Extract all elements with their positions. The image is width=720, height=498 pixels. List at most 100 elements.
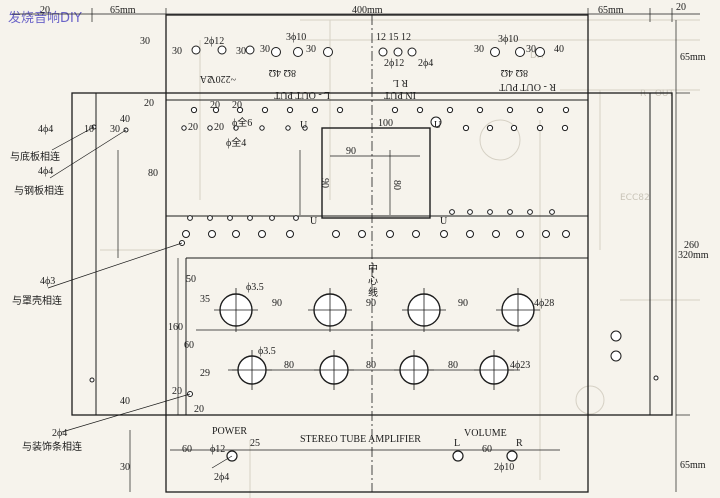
u-mark: U bbox=[434, 120, 442, 131]
dim-label: 50 bbox=[186, 274, 196, 285]
voltage-label: ~220V bbox=[208, 73, 236, 84]
dim-label: 90 bbox=[272, 298, 282, 309]
u-mark: U bbox=[310, 216, 318, 227]
in-put-label: IN PUT bbox=[384, 89, 416, 100]
dim-right-margin: 65mm bbox=[598, 5, 624, 16]
amplifier-title: STEREO TUBE AMPLIFIER bbox=[300, 434, 421, 445]
hole-label: 2ϕ4 bbox=[214, 472, 229, 483]
r-out-put-label: R - OUT PUT bbox=[499, 81, 556, 92]
panel-holes bbox=[226, 450, 518, 462]
dim-label: 90 bbox=[366, 298, 376, 309]
callout-text: 与底板相连 bbox=[10, 150, 60, 163]
dim-label: 30 bbox=[120, 462, 130, 473]
in-put-channels: R L bbox=[393, 77, 408, 88]
hole-label: 2ϕ10 bbox=[494, 462, 514, 473]
dim-label: 320mm bbox=[678, 250, 709, 261]
right-channel-label: R bbox=[516, 438, 523, 449]
dim-label: 80 bbox=[391, 180, 402, 190]
dim-label: 20 bbox=[172, 386, 182, 397]
fuse-label: 2A bbox=[199, 73, 212, 84]
callout-hole: 2ϕ4 bbox=[52, 428, 67, 439]
dim-label: 90 bbox=[346, 146, 356, 157]
dim-label: 80 bbox=[366, 360, 376, 371]
hole-label: 3ϕ10 bbox=[498, 34, 518, 45]
dim-label: 160 bbox=[168, 322, 183, 333]
callout-text: 与罩壳相连 bbox=[12, 294, 62, 307]
dimension-lines bbox=[12, 8, 700, 492]
dim-label: 65mm bbox=[680, 460, 706, 471]
left-channel-label: L bbox=[454, 438, 460, 449]
dim-label: 25 bbox=[250, 438, 260, 449]
dim-label: 30 bbox=[526, 44, 536, 55]
hole-label: 4ϕ28 bbox=[534, 298, 554, 309]
dim-label: 30 bbox=[260, 44, 270, 55]
hole-label: ϕ3.5 bbox=[246, 282, 264, 293]
dim-label: 30 bbox=[110, 124, 120, 135]
dim-label: 90 bbox=[458, 298, 468, 309]
dim-label: 20 bbox=[194, 404, 204, 415]
power-label: POWER bbox=[212, 426, 247, 437]
dim-label: 60 bbox=[182, 444, 192, 455]
leader-lines bbox=[47, 126, 233, 469]
dim-label: 80 bbox=[284, 360, 294, 371]
dim-label: 80 bbox=[448, 360, 458, 371]
background-schematic bbox=[100, 19, 700, 498]
callout-hole: 4ϕ4 bbox=[38, 124, 53, 135]
center-line-char: 线 bbox=[368, 286, 378, 299]
dim-label: 90 bbox=[319, 178, 330, 188]
tube-sockets bbox=[219, 293, 535, 385]
dim-label: 30 bbox=[172, 46, 182, 57]
ghost-text: R · OUT bbox=[640, 89, 675, 99]
dim-label: 10 bbox=[84, 124, 94, 135]
dim-label: 65mm bbox=[680, 52, 706, 63]
hole-label: ϕ全6 bbox=[232, 116, 252, 129]
hole-label: 4ϕ23 bbox=[510, 360, 530, 371]
u-mark: U bbox=[440, 216, 448, 227]
hole-label: ϕ全4 bbox=[226, 136, 246, 149]
dim-overall-width: 400mm bbox=[352, 5, 383, 16]
dim-label: 30 bbox=[306, 44, 316, 55]
dim-label: 40 bbox=[554, 44, 564, 55]
center-line-char: 心 bbox=[368, 275, 378, 287]
dim-left-margin: 65mm bbox=[110, 5, 136, 16]
l-out-put-label: L - OUT PUT bbox=[274, 89, 330, 100]
volume-label: VOLUME bbox=[464, 428, 507, 439]
dim-left-edge: 20 bbox=[40, 5, 50, 16]
dim-label: 30 bbox=[474, 44, 484, 55]
dim-label: 100 bbox=[378, 118, 393, 129]
dim-label: 40 bbox=[120, 396, 130, 407]
l-impedance-label: 8Ω 4Ω bbox=[269, 67, 296, 78]
dim-right-edge: 20 bbox=[676, 2, 686, 13]
plate-outlines bbox=[71, 14, 673, 493]
center-line-char: 中 bbox=[368, 262, 378, 275]
dim-label: 30 bbox=[140, 36, 150, 47]
u-mark: U bbox=[300, 120, 308, 131]
dim-label: 40 bbox=[120, 114, 130, 125]
callout-hole: 4ϕ4 bbox=[38, 166, 53, 177]
dim-label: 12 15 12 bbox=[376, 32, 411, 43]
mounting-holes bbox=[89, 45, 659, 397]
dim-label: 80 bbox=[148, 168, 158, 179]
dim-label: 20 bbox=[188, 122, 198, 133]
hole-label: ϕ3.5 bbox=[258, 346, 276, 357]
hole-label: 3ϕ10 bbox=[286, 32, 306, 43]
dim-label: 20 bbox=[232, 100, 242, 111]
dim-label: 260 bbox=[684, 240, 699, 251]
dim-label: 60 bbox=[184, 340, 194, 351]
dim-label: 30 bbox=[236, 46, 246, 57]
dim-label: 35 bbox=[200, 294, 210, 305]
dim-label: 20 bbox=[144, 98, 154, 109]
hole-label: ϕ12 bbox=[210, 444, 225, 455]
socket-crosshairs bbox=[214, 288, 540, 390]
callout-text: 与装饰条相连 bbox=[22, 440, 82, 453]
hole-label: 2ϕ12 bbox=[204, 36, 224, 47]
r-impedance-label: 8Ω 4Ω bbox=[501, 67, 528, 78]
callout-hole: 4ϕ3 bbox=[40, 276, 55, 287]
ghost-text: ECC82 bbox=[620, 193, 650, 203]
dim-label: 60 bbox=[482, 444, 492, 455]
dim-label: 29 bbox=[200, 368, 210, 379]
callout-text: 与钢板相连 bbox=[14, 184, 64, 197]
dim-label: 20 bbox=[214, 122, 224, 133]
